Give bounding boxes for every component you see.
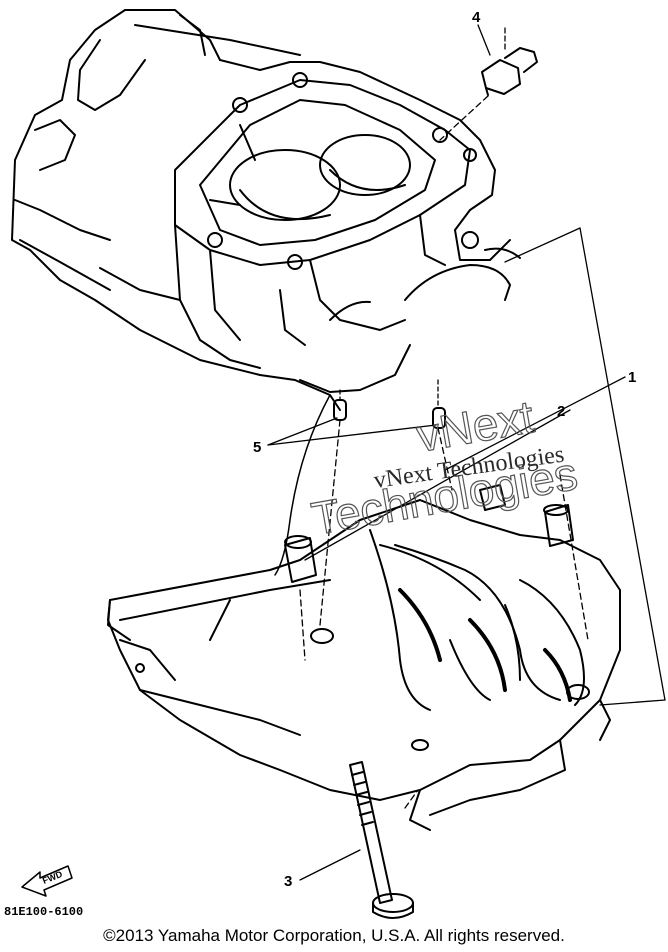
- part-4-fitting: [439, 27, 538, 141]
- callout-4: 4: [472, 9, 481, 26]
- part-code: 81E100-6100: [4, 905, 83, 919]
- lower-crankcase: [107, 499, 621, 831]
- leader-lines: [267, 24, 666, 881]
- part-1-2-pins: [284, 484, 574, 583]
- callout-5: 5: [253, 439, 261, 456]
- callout-2: 2: [557, 403, 565, 420]
- forward-arrow-icon: [21, 865, 73, 897]
- case-outline-arc: [274, 394, 331, 576]
- part-3-bolt: [349, 761, 419, 919]
- copyright-notice: ©2013 Yamaha Motor Corporation, U.S.A. A…: [103, 926, 565, 945]
- upper-crankcase: [11, 9, 521, 411]
- callout-1: 1: [628, 369, 636, 386]
- part-5-dowels: [319, 379, 453, 626]
- callout-3: 3: [284, 873, 292, 890]
